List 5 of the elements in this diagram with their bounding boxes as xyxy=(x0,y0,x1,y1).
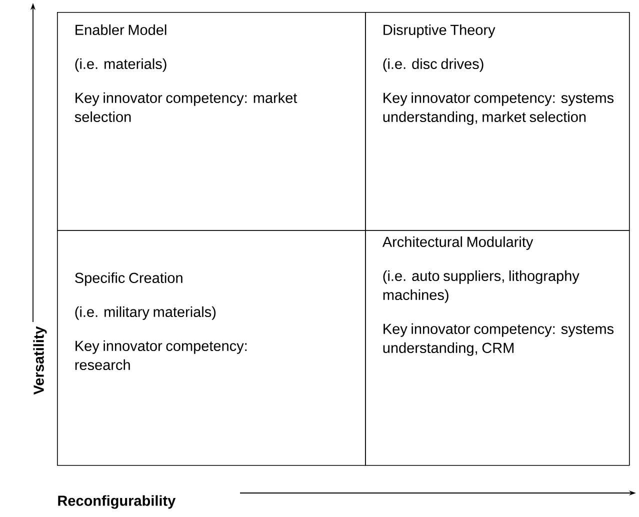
axis-label: Reconfigurability xyxy=(58,495,176,509)
quadrant-box: Architectural Modularity (i.e. auto suppliers, lithography machines) Key innovator competency: systems understanding, CRM xyxy=(365,230,630,466)
quadrant-box: Specific Creation (i.e. military materials) Key innovator competency: research xyxy=(57,230,366,466)
quadrant-box: Disruptive Theory (i.e. disc drives) Key innovator competency: systems understanding, market selection xyxy=(365,12,630,231)
quadrant-box: Enabler Model (i.e. materials) Key innovator competency: market selection xyxy=(57,12,366,231)
